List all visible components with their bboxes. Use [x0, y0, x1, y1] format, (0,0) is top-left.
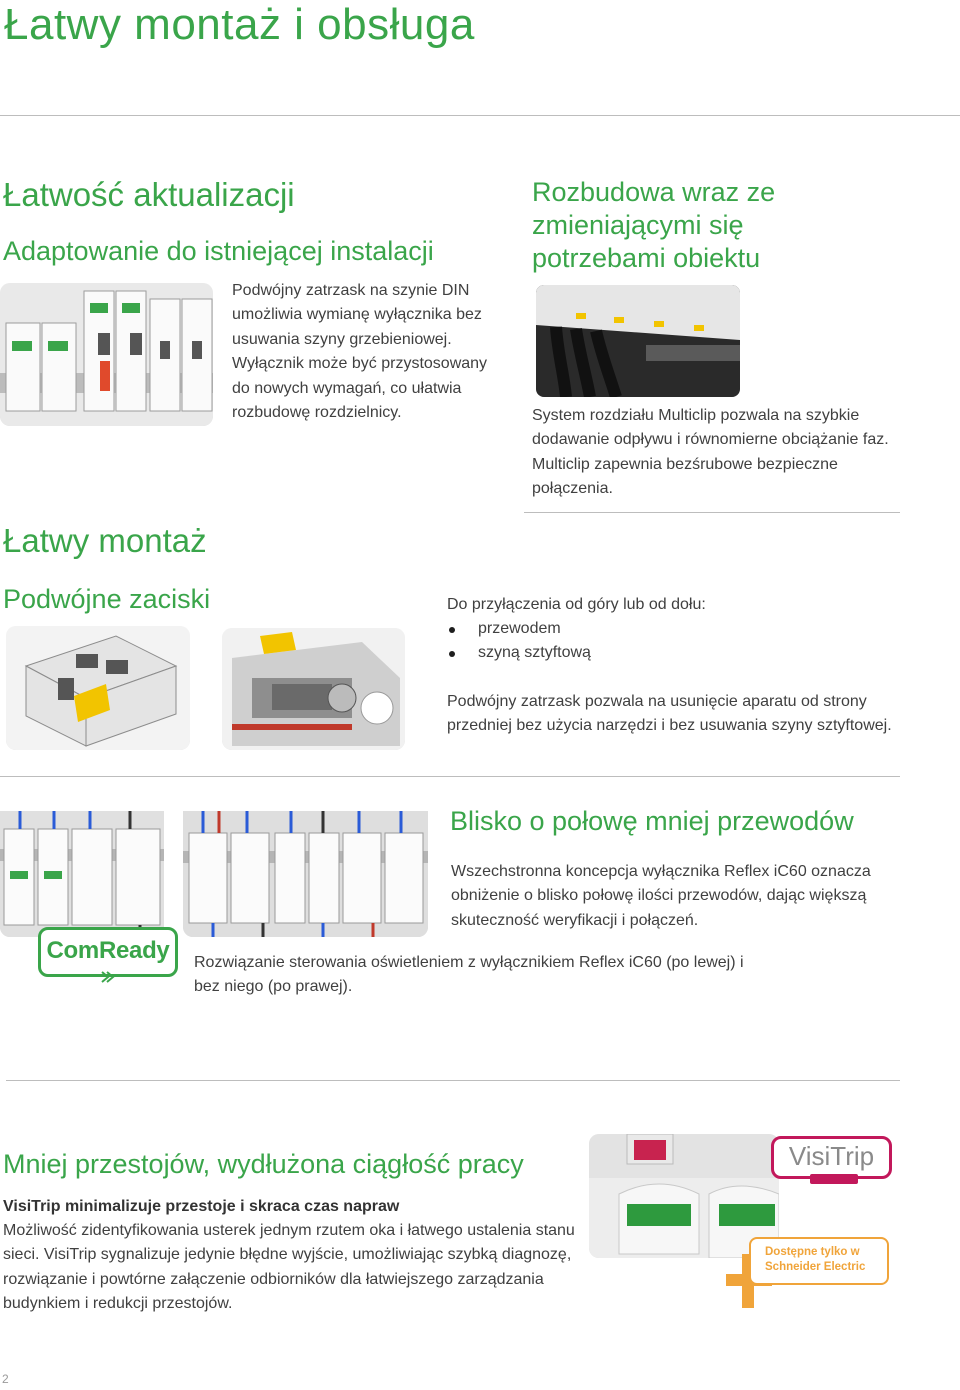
page-title: Łatwy montaż i obsługa — [4, 0, 475, 49]
section2-heading: Rozbudowa wraz ze zmieniającymi się potr… — [532, 177, 776, 273]
section2-text: System rozdziału Multiclip pozwala na sz… — [532, 407, 889, 498]
chevron-right-icon — [101, 971, 115, 983]
availability-badge: Dostępne tylko w Schneider Electric — [749, 1237, 889, 1285]
section1-heading: Łatwość aktualizacji — [3, 176, 295, 213]
section3-heading: Łatwy montaż — [3, 522, 207, 559]
section3-intro: Do przyłączenia od góry lub od dołu: — [447, 596, 706, 613]
visitrip-logo: VisiTrip — [771, 1136, 892, 1184]
top-divider — [0, 115, 960, 116]
terminal-cutaway-photo — [222, 628, 405, 750]
page-number: 2 — [2, 1372, 9, 1386]
section1-text: Podwójny zatrzask na szynie DIN umożliwi… — [232, 282, 488, 422]
comready-badge: ComReady — [38, 927, 178, 983]
visitrip-logo-bar — [810, 1174, 858, 1184]
divider-2 — [524, 512, 900, 513]
list-item: przewodem — [447, 617, 591, 641]
section3-subheading: Podwójne zaciski — [3, 584, 211, 614]
divider-3 — [0, 776, 900, 777]
standard-panel-photo — [183, 811, 428, 937]
section1-subheading: Adaptowanie do istniejącej instalacji — [3, 236, 434, 266]
visitrip-logo-text: VisiTrip — [788, 1141, 875, 1171]
multiclip-photo — [536, 285, 740, 397]
section4-caption: Rozwiązanie sterowania oświetleniem z wy… — [194, 954, 744, 996]
section5-text: Możliwość zidentyfikowania usterek jedny… — [3, 1222, 575, 1313]
breaker-rail-photo — [0, 283, 213, 426]
section4-text: Wszechstronna koncepcja wyłącznika Refle… — [451, 863, 871, 929]
section4-heading: Blisko o połowę mniej przewodów — [450, 806, 854, 836]
availability-label: Dostępne tylko w Schneider Electric — [765, 1246, 866, 1273]
section5-lead: VisiTrip minimalizuje przestoje i skraca… — [3, 1198, 400, 1215]
section3-text: Podwójny zatrzask pozwala na usunięcie a… — [447, 693, 892, 735]
comready-label: ComReady — [46, 937, 170, 964]
visitrip-device-photo — [589, 1134, 779, 1258]
reflex-panel-photo — [0, 811, 164, 937]
double-clamp-photo — [6, 626, 190, 750]
section5-heading: Mniej przestojów, wydłużona ciągłość pra… — [3, 1149, 524, 1179]
divider-4 — [6, 1080, 900, 1081]
list-item: szyną sztyftową — [447, 641, 591, 665]
section3-bullet-list: przewodem szyną sztyftową — [447, 617, 591, 666]
